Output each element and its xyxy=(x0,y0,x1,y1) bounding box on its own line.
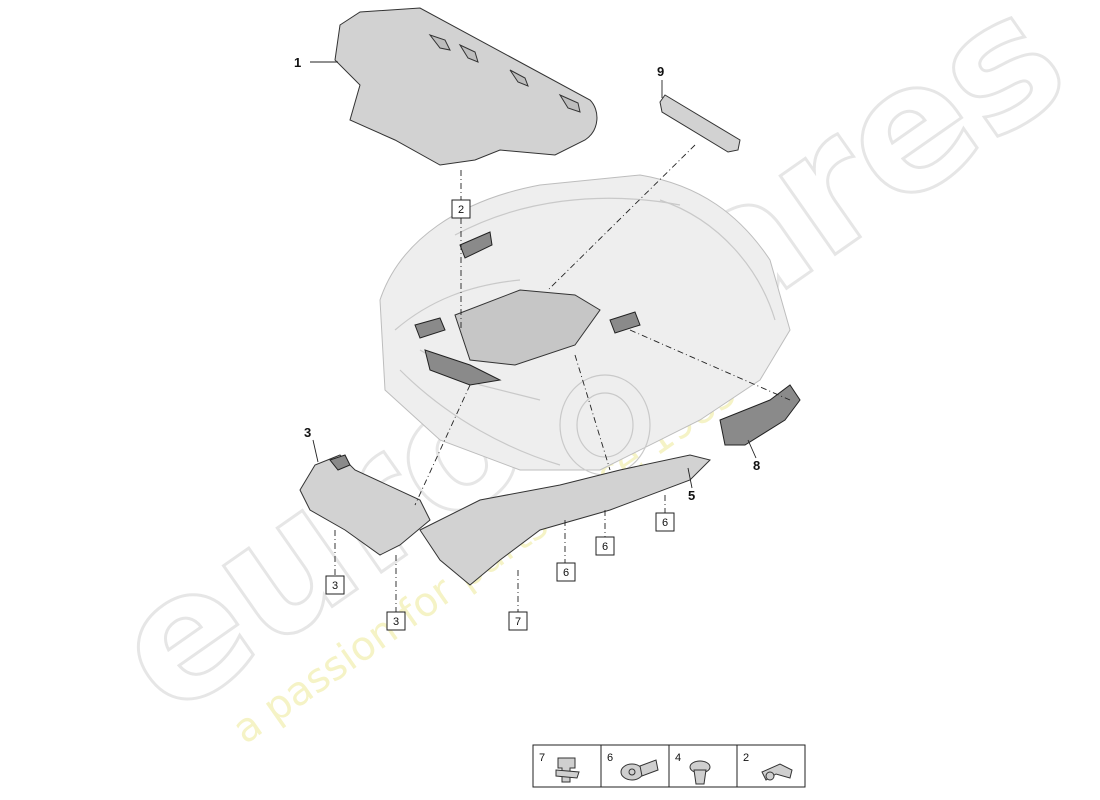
callout-1-label: 1 xyxy=(294,55,301,70)
legend-number-4: 4 xyxy=(675,752,681,764)
dashed-leader-lines xyxy=(334,144,791,612)
callout-6-boxed-b: 6 xyxy=(595,536,615,556)
callout-2-label: 2 xyxy=(458,204,464,216)
legend-item-4: 4 xyxy=(675,752,711,785)
legend-number-7: 7 xyxy=(539,752,545,764)
car-body-illustration xyxy=(379,174,791,476)
callout-3: 3 xyxy=(304,425,311,440)
legend-item-7: 7 xyxy=(539,752,580,783)
callout-9-label: 9 xyxy=(657,64,664,79)
part-8-side-bracket xyxy=(719,384,801,446)
callout-8-label: 8 xyxy=(753,458,760,473)
callout-6-boxed-a: 6 xyxy=(655,512,675,532)
part-1-bonnet-insulation xyxy=(334,7,598,166)
part-3-front-undertray xyxy=(299,454,431,556)
fastener-legend: 7 6 4 2 xyxy=(532,744,806,788)
legend-number-2: 2 xyxy=(743,752,749,764)
screw-icon xyxy=(689,760,711,785)
callout-3-boxed-b: 3 xyxy=(386,611,406,631)
callout-1: 1 xyxy=(294,55,301,70)
callout-6a-label: 6 xyxy=(662,517,668,529)
legend-item-2: 2 xyxy=(743,752,793,781)
callout-6-boxed-c: 6 xyxy=(556,562,576,582)
callout-7-label: 7 xyxy=(515,616,521,628)
callout-5-label: 5 xyxy=(688,488,695,503)
callout-3-label: 3 xyxy=(304,425,311,440)
callout-6b-label: 6 xyxy=(602,541,608,553)
part-9-bracket xyxy=(659,94,741,153)
legend-number-6: 6 xyxy=(607,752,613,764)
leader-lines xyxy=(310,61,757,489)
expansion-rivet-icon xyxy=(620,759,659,781)
legend-item-6: 6 xyxy=(607,752,659,781)
callout-5: 5 xyxy=(688,488,695,503)
callout-3a-label: 3 xyxy=(332,580,338,592)
spring-clip-icon xyxy=(761,763,793,781)
callout-3-boxed-a: 3 xyxy=(325,575,345,595)
push-clip-icon xyxy=(555,757,580,783)
callout-3b-label: 3 xyxy=(393,616,399,628)
callout-8: 8 xyxy=(753,458,760,473)
callout-7-boxed: 7 xyxy=(508,611,528,631)
callout-6c-label: 6 xyxy=(563,567,569,579)
callout-2-boxed: 2 xyxy=(451,199,471,219)
callout-9: 9 xyxy=(657,64,664,79)
